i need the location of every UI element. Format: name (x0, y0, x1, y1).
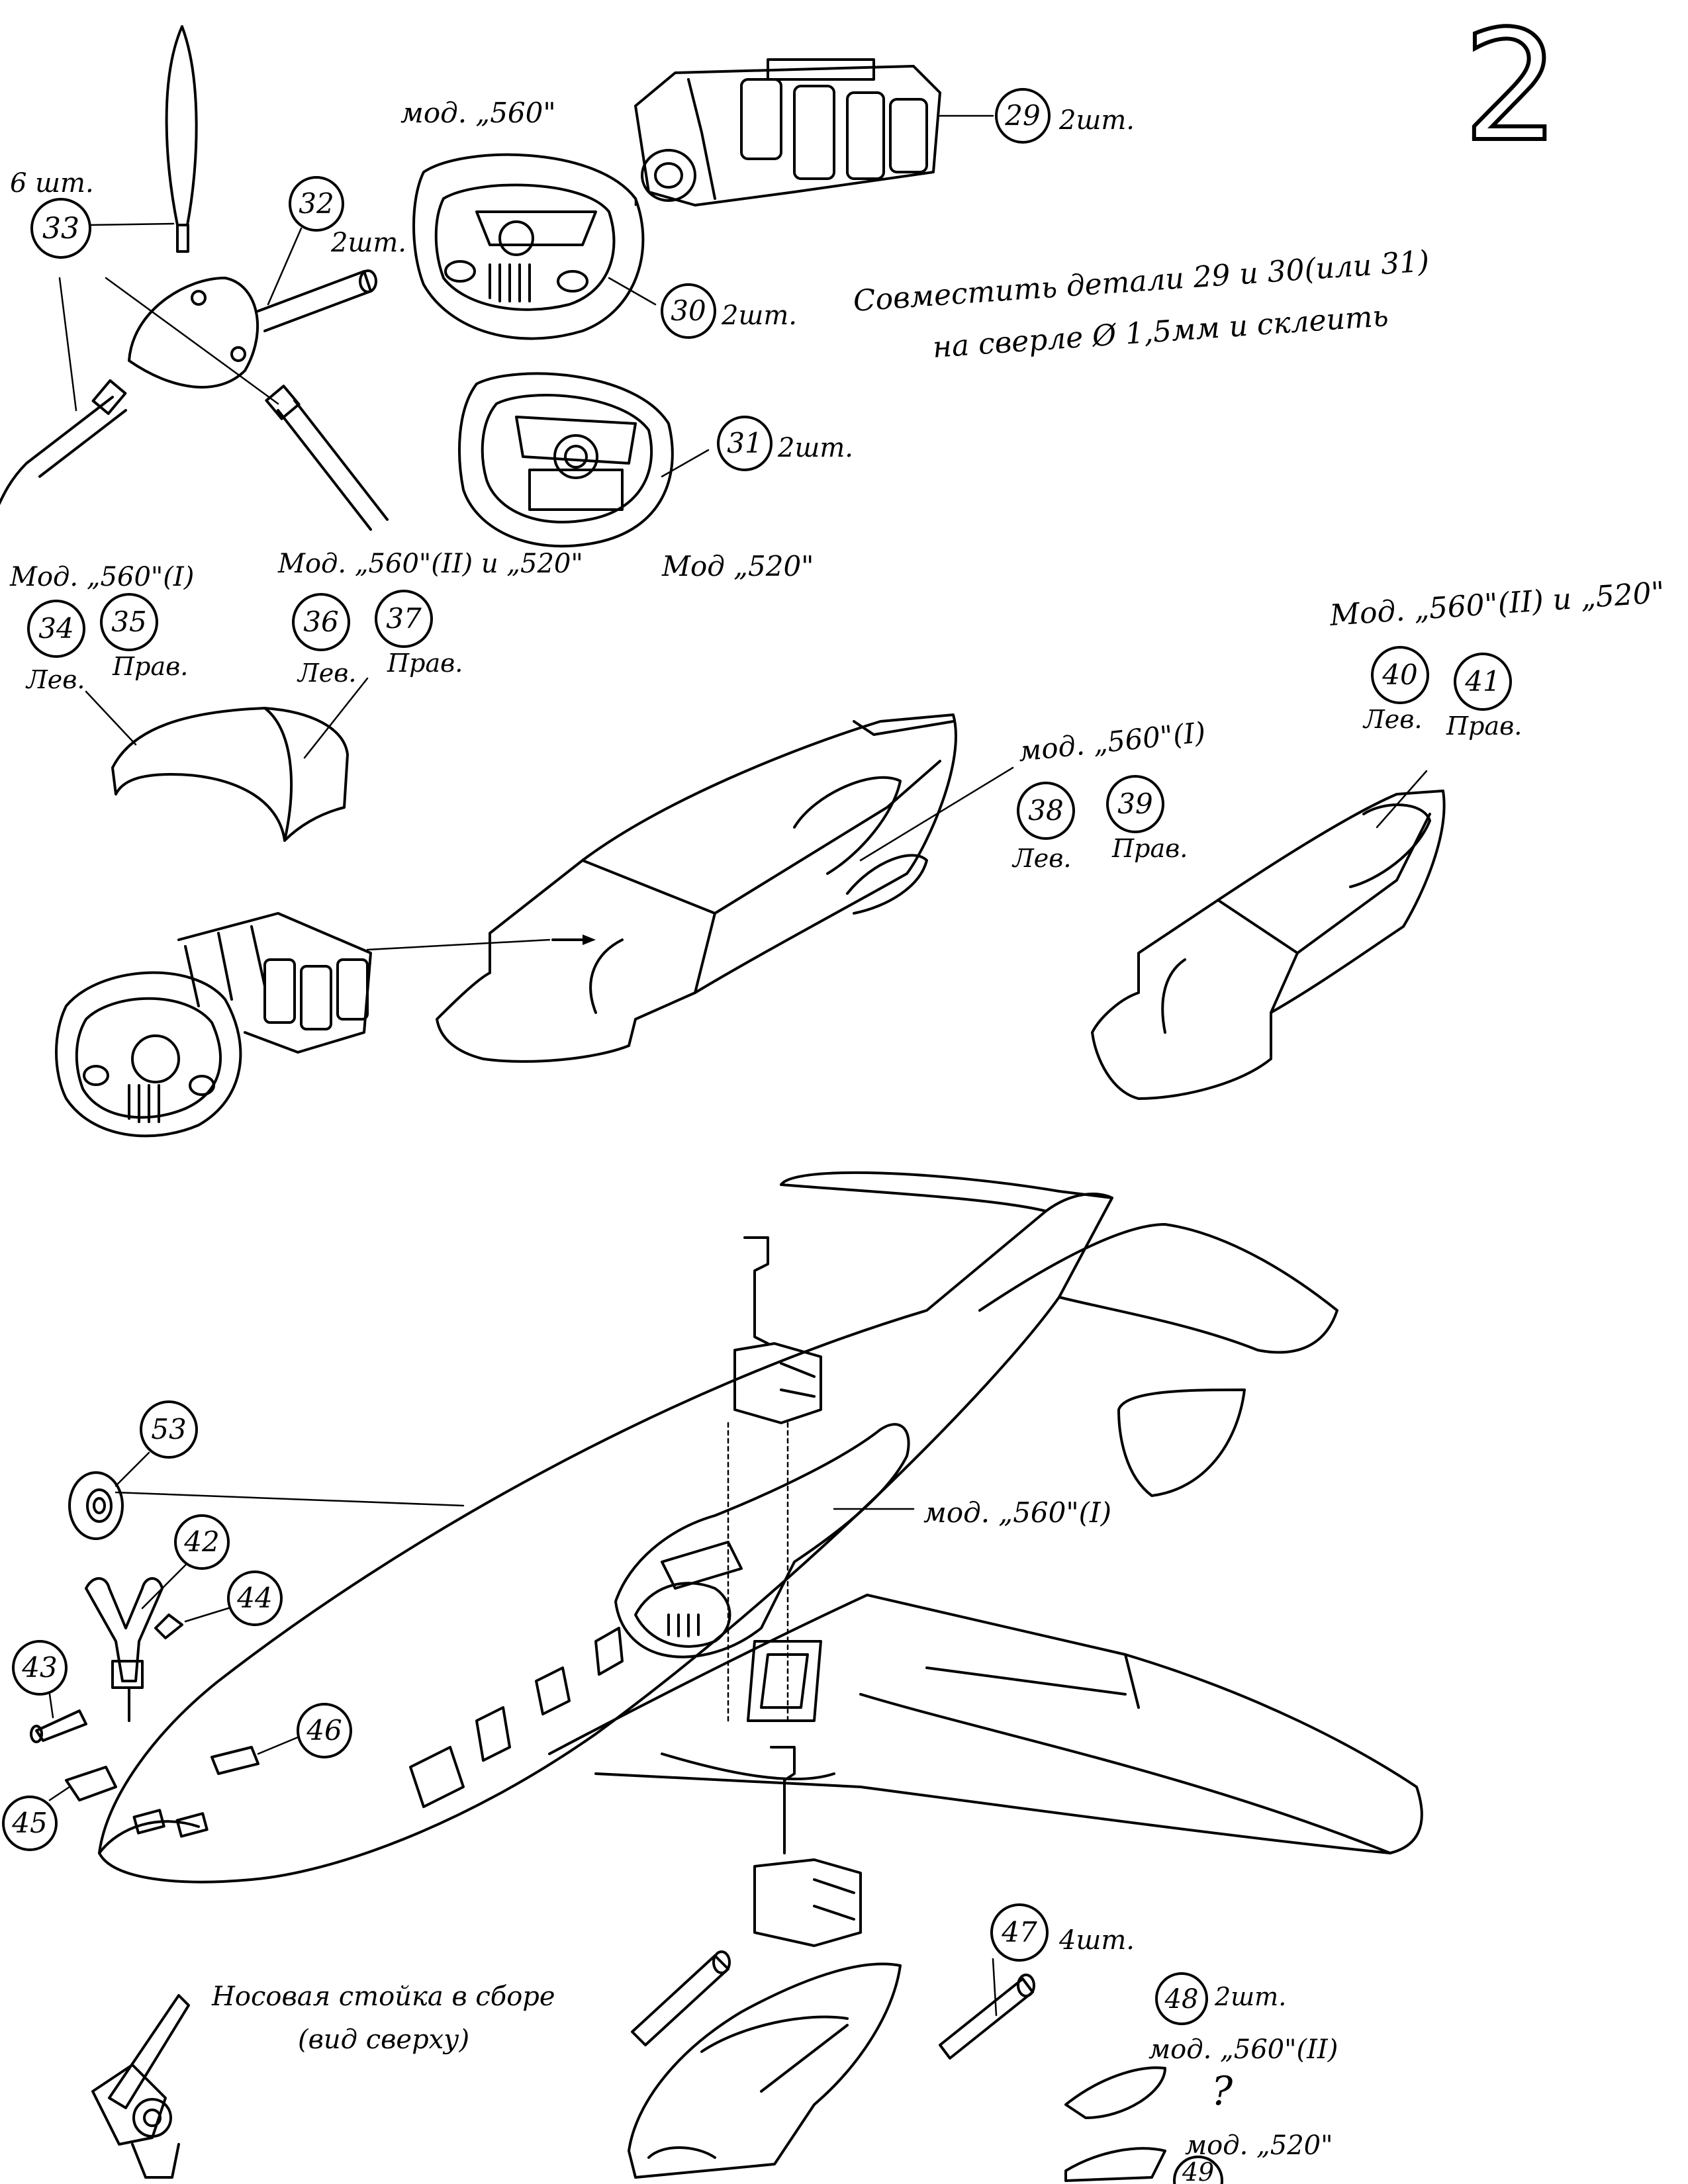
part-32-qty: 2шт. (330, 228, 406, 258)
wheel-53-drawing (68, 1471, 124, 1540)
part-47-number: 47 (1001, 1916, 1037, 1948)
part-49-callout: 49 (1173, 2156, 1223, 2184)
nose-gear-note-line1: Носовая стойка в сборе (211, 1981, 555, 2012)
part-38-callout: 38 Лев. (1011, 782, 1075, 873)
part-42-callout: 42 (174, 1514, 230, 1570)
part-42-number: 42 (183, 1525, 219, 1558)
label-mod560-I-38: мод. „560"(I) (1017, 716, 1207, 768)
lower-nacelle-drawing (628, 1962, 902, 2179)
part-46-callout: 46 (297, 1703, 352, 1758)
part-33-callout: 33 (30, 198, 91, 259)
part-35-callout: 35 Прав. (100, 593, 188, 681)
label-mod560-II-520-40: Мод. „560"(II) и „520" (1328, 576, 1665, 633)
part-44-number: 44 (236, 1582, 272, 1614)
main-gear-lower-drawing (753, 1746, 862, 1947)
propeller-drawing (0, 25, 389, 531)
part-31-number: 31 (727, 427, 762, 459)
part-44-callout: 44 (227, 1570, 283, 1626)
main-gear-upper-drawing (733, 1236, 822, 1424)
engine-block-drawing (634, 58, 941, 206)
cowl-front-30-drawing (412, 153, 645, 340)
part-40-number: 40 (1382, 659, 1417, 691)
page-number: 2 (1463, 0, 1560, 175)
part-53-callout: 53 (140, 1400, 198, 1459)
nacelle-38-39-drawing (436, 713, 957, 1063)
part-46-number: 46 (306, 1714, 342, 1747)
part-31-qty: 2шт. (777, 433, 853, 463)
label-mod560-I-34: Мод. „560"(I) (9, 562, 194, 592)
part-47-tube-left (631, 1950, 731, 2046)
nose-fork-drawing (85, 1577, 164, 1722)
part-47-callout: 47 4шт. (990, 1903, 1135, 1962)
part-30-qty: 2шт. (721, 300, 797, 331)
part-47-tube-right (939, 1974, 1035, 2060)
part-33-number: 33 (42, 212, 79, 246)
part-37-callout: 37 Прав. (375, 590, 463, 678)
part-48-drawing (1064, 2066, 1166, 2119)
part-35-side: Прав. (112, 652, 188, 681)
part-36-side: Лев. (297, 659, 356, 688)
part-43-callout: 43 (12, 1640, 68, 1696)
part-34-side: Лев. (25, 665, 85, 694)
aircraft-drawing (98, 1171, 1423, 1884)
part-30-number: 30 (671, 295, 706, 327)
nose-gear-note-line2: (вид сверху) (298, 2025, 469, 2055)
part-36-callout: 36 Лев. (292, 593, 356, 688)
label-mod560-II-48: мод. „560"(II) (1149, 2034, 1338, 2065)
engine-assembly-drawing (55, 912, 372, 1138)
label-mod560-top: мод. „560" (400, 97, 556, 129)
part-39-side: Прав. (1111, 834, 1188, 863)
part-29-callout: 29 2шт. (995, 88, 1135, 144)
part-36-number: 36 (303, 606, 338, 638)
part-33-qty-label: 6 шт. (10, 168, 94, 199)
part-45-number: 45 (11, 1807, 47, 1839)
part-45-callout: 45 (2, 1796, 58, 1851)
part-32-callout: 32 2шт. (289, 176, 406, 258)
wing-nacelle-drawing (614, 1423, 910, 1659)
cowl-front-31-drawing (458, 372, 674, 548)
part-41-side: Прав. (1446, 711, 1522, 741)
part-38-side: Лев. (1011, 844, 1071, 873)
part-39-number: 39 (1117, 788, 1152, 820)
part-34-callout: 34 Лев. (25, 600, 85, 694)
part-34-number: 34 (38, 612, 73, 645)
part-30-callout: 30 2шт. (661, 283, 797, 339)
label-mod520-48: мод. „520" (1185, 2130, 1333, 2161)
part-38-number: 38 (1028, 794, 1063, 827)
label-mod560-II-520-36: Мод. „560"(II) и „520" (277, 549, 583, 579)
nose-gear-top-view-drawing (91, 1994, 190, 2179)
part-29-qty: 2шт. (1058, 105, 1135, 136)
label-mod560-I-nacelle: мод. „560"(I) (923, 1496, 1111, 1529)
part-47-qty: 4шт. (1058, 1925, 1135, 1956)
part-29-number: 29 (1004, 99, 1040, 132)
part-37-side: Прав. (387, 649, 463, 678)
part-48-qty: 2шт. (1214, 1982, 1286, 2011)
cowl-cover-drawing (111, 707, 349, 842)
part-53-number: 53 (151, 1413, 186, 1445)
part-39-callout: 39 Прав. (1106, 775, 1188, 863)
part-41-number: 41 (1464, 665, 1500, 698)
part-48-callout: 48 2шт. (1155, 1972, 1286, 2025)
label-mod520-31: Мод „520" (661, 550, 814, 582)
part-49-drawing (1064, 2147, 1166, 2182)
part-35-number: 35 (111, 606, 146, 638)
part-37-number: 37 (386, 602, 422, 635)
part-43-number: 43 (21, 1651, 57, 1684)
part-49-number: 49 (1182, 2158, 1214, 2184)
part-40-side: Лев. (1362, 705, 1422, 734)
part-40-callout: 40 Лев. (1362, 646, 1429, 734)
part-48-number: 48 (1164, 1984, 1199, 2015)
part-32-number: 32 (299, 187, 334, 220)
question-mark: ? (1211, 2068, 1233, 2115)
part-31-callout: 31 2шт. (717, 416, 853, 471)
nacelle-40-41-drawing (1091, 790, 1446, 1100)
part-41-callout: 41 Прав. (1446, 653, 1522, 741)
assembly-note-line2: на сверле Ø 1,5мм и склеить (931, 299, 1389, 365)
